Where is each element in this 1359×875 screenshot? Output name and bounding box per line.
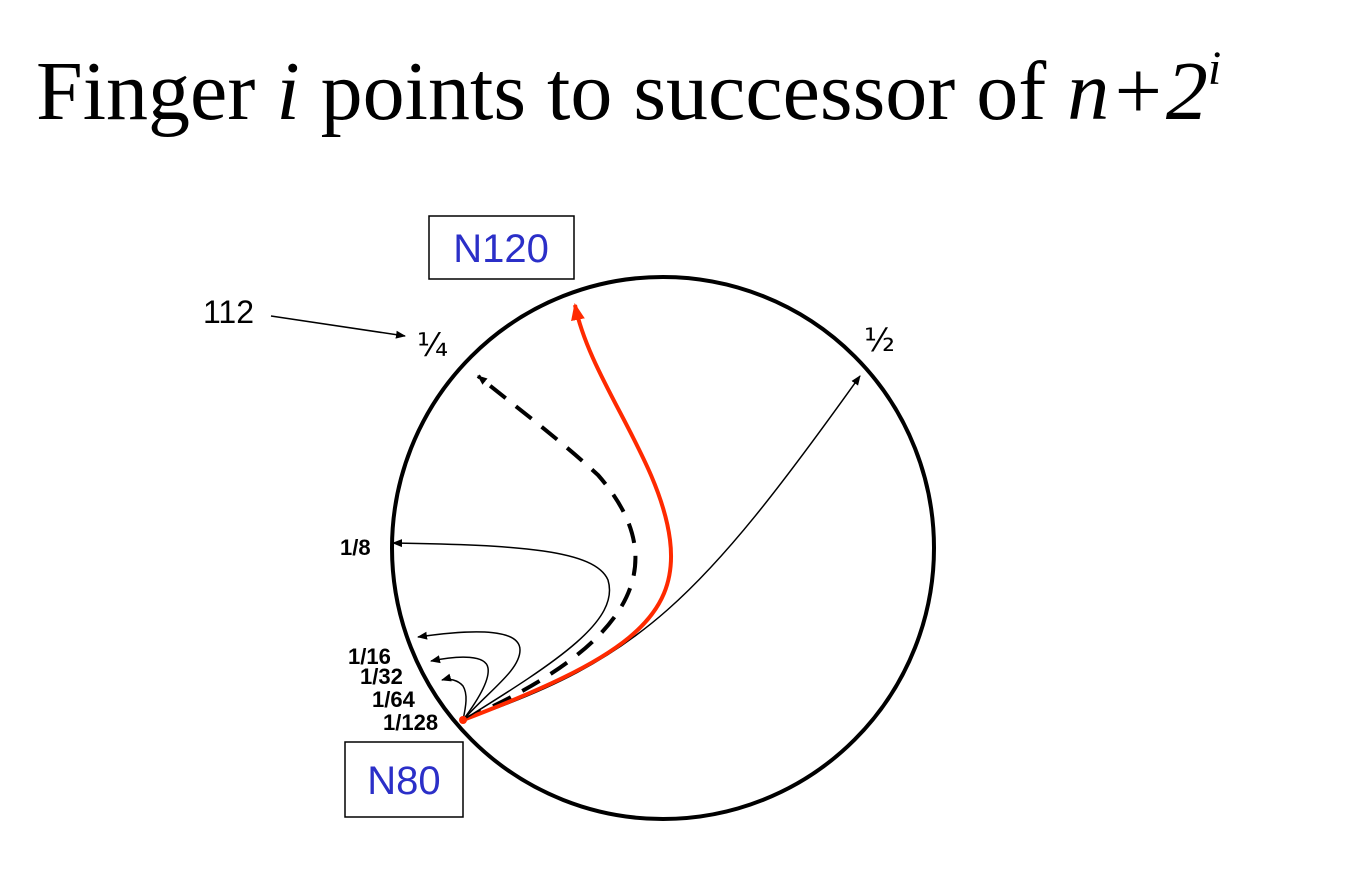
n120-box	[428, 215, 575, 280]
title-var-n: n	[1067, 45, 1110, 138]
label-one-28th: 1/128	[383, 710, 438, 735]
title-var-i: i	[276, 45, 300, 138]
finger-sixteenth-arrow	[417, 631, 521, 721]
n80-box	[344, 741, 464, 818]
finger-quarter-dashed-arrow	[462, 374, 638, 722]
title-prefix: Finger	[36, 45, 277, 138]
label-half: ½	[864, 321, 895, 359]
slide-title: Finger i points to successor of n+2i	[36, 20, 1336, 147]
n80-label: N80	[367, 759, 440, 803]
finger-thirty-second-arrow	[430, 655, 489, 721]
label-sixty-fourth: 1/64	[372, 687, 416, 712]
label-112: 112	[203, 294, 254, 330]
finger-n120-red-arrow	[462, 303, 674, 722]
n80-node-dot	[459, 716, 467, 724]
finger-eighth-arrow	[392, 539, 611, 721]
label-quarter: ¼	[417, 326, 448, 364]
title-exponent: i	[1207, 42, 1222, 95]
n120-label: N120	[453, 227, 549, 271]
finger-sixty-fourth-arrow	[441, 673, 467, 721]
pointer-112-arrow	[270, 315, 406, 339]
chord-ring	[390, 275, 936, 821]
title-middle: points to successor of	[299, 45, 1068, 138]
label-eighth: 1/8	[340, 535, 371, 560]
label-thirty-second: 1/32	[360, 664, 403, 689]
label-sixteenth: 1/16	[348, 644, 391, 669]
title-plus: +2	[1109, 45, 1208, 138]
